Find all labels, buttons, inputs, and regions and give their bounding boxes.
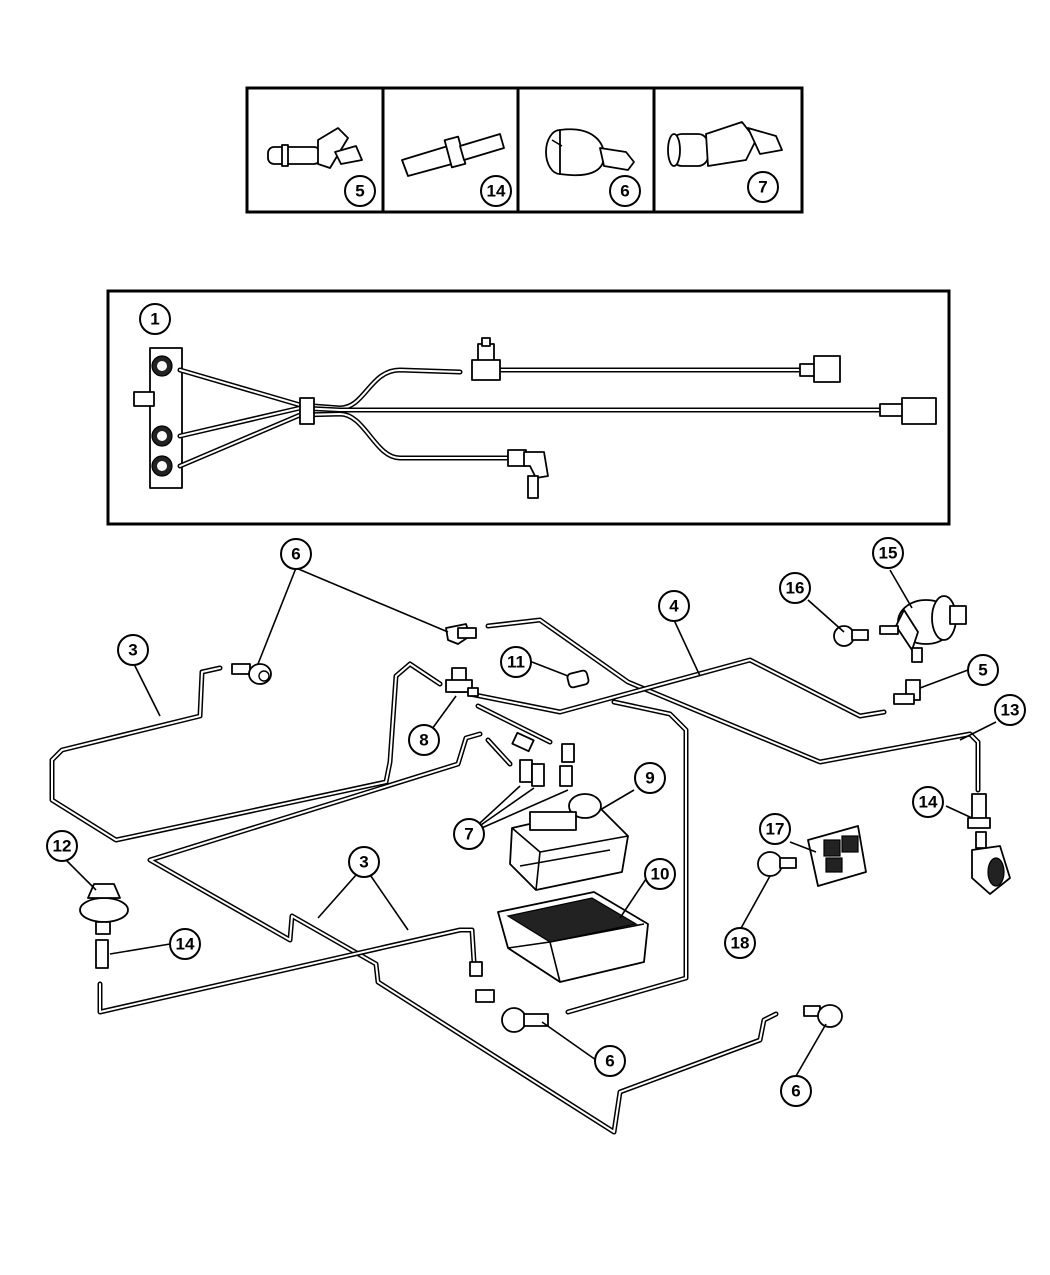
svg-text:7: 7 [758,178,767,197]
svg-text:6: 6 [620,182,629,201]
callout-9: 9 [634,762,666,794]
svg-text:14: 14 [176,935,195,954]
callout-14-left: 14 [169,928,201,960]
plug-11 [566,669,590,689]
elbow-connector-6-top [445,623,477,645]
elbow-connectors-7-cluster [485,731,575,787]
svg-text:8: 8 [419,731,428,750]
connector-inset: 5 14 6 7 [245,86,804,214]
callout-14-right: 14 [912,786,944,818]
callout-8: 8 [408,724,440,756]
callout-6-bottom-right: 6 [780,1075,812,1107]
harness-hoses [177,367,883,469]
main-hose-routing [49,617,981,1135]
harness-bracket [133,347,183,489]
svg-text:12: 12 [53,837,72,856]
inset-callout-5: 5 [344,175,376,207]
svg-text:1: 1 [150,310,159,329]
check-valve-14-left [95,939,109,969]
svg-text:6: 6 [605,1052,614,1071]
solenoid-valve-17 [807,825,867,887]
vacuum-actuator-right [971,831,1011,895]
svg-text:13: 13 [1001,701,1020,720]
elbow-connector-7-drawing [667,121,783,167]
svg-text:3: 3 [359,853,368,872]
fitting-18 [757,851,797,877]
elbow-connector-6-bottom-right [803,1004,843,1028]
svg-text:14: 14 [487,182,506,201]
svg-text:5: 5 [355,182,364,201]
straight-connector-14-drawing [401,133,505,177]
callout-7: 7 [453,818,485,850]
inset-callout-14: 14 [480,175,512,207]
callout-10: 10 [644,858,676,890]
callout-13: 13 [994,694,1026,726]
callout-15: 15 [872,537,904,569]
vacuum-harness-box: 1 [106,289,951,526]
svg-text:16: 16 [786,579,805,598]
callout-11: 11 [500,646,532,678]
svg-text:3: 3 [128,641,137,660]
callout-17: 17 [759,813,791,845]
svg-text:10: 10 [651,865,670,884]
harness-end-connector-upper [799,355,841,383]
elbow-connector-5-drawing [267,127,363,169]
harness-tee-fitting [471,337,501,381]
svg-text:9: 9 [645,769,654,788]
callout-3-left: 3 [117,634,149,666]
svg-text:14: 14 [919,793,938,812]
vacuum-actuator-15 [879,595,967,663]
harness-end-connector-right [879,397,937,425]
callout-4: 4 [658,590,690,622]
elbow-connector-6-bottom-mid [469,961,549,1033]
svg-text:5: 5 [978,661,987,680]
tee-fitting-8 [445,667,479,697]
inset-callout-7: 7 [747,171,779,203]
clip-16 [833,625,869,647]
check-valve-14-right [967,793,991,829]
large-elbow-connector-6-drawing [545,128,635,177]
callout-18: 18 [724,927,756,959]
svg-text:17: 17 [766,820,785,839]
svg-text:7: 7 [464,825,473,844]
callout-12: 12 [46,830,78,862]
elbow-connector-5 [893,679,921,705]
svg-text:6: 6 [291,545,300,564]
svg-text:4: 4 [669,597,679,616]
harness-callout-1: 1 [139,303,171,335]
callout-3-mid: 3 [348,846,380,878]
vacuum-control-unit-9 [509,793,629,891]
callout-6-top: 6 [280,538,312,570]
reservoir-tray-10 [497,891,649,983]
callout-5: 5 [967,654,999,686]
inset-callout-6: 6 [609,175,641,207]
svg-text:18: 18 [731,934,750,953]
elbow-connector-6-left [231,663,272,685]
callout-16: 16 [779,572,811,604]
svg-text:6: 6 [791,1082,800,1101]
vacuum-actuator-12 [79,883,129,935]
svg-text:15: 15 [879,544,898,563]
svg-text:11: 11 [507,653,525,672]
harness-elbow-connector-lower [507,449,549,499]
callout-6-bottom-mid: 6 [594,1045,626,1077]
